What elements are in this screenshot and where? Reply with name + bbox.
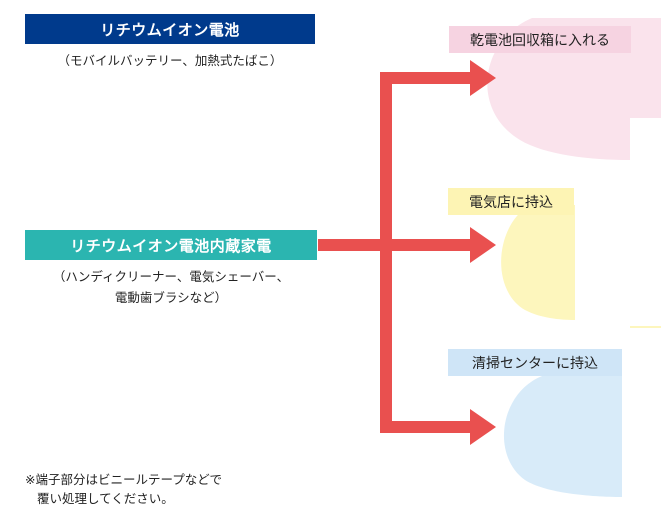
battery-title-box: リチウムイオン電池 [25,14,315,44]
arrow-shaft-bottom [380,421,478,433]
arrow-head-bottom [470,409,496,445]
footnote-line2: 覆い処理してください。 [37,491,174,506]
battery-title: リチウムイオン電池 [100,20,240,39]
blue-blob-shape [503,375,622,497]
appliance-subtitle-line2: 電動歯ブラシなど） [114,290,228,305]
appliance-title-box: リチウムイオン電池内蔵家電 [25,230,317,260]
footnote-line1: ※端子部分はビニールテープなどで [25,472,222,487]
arrows-group [318,60,496,445]
appliance-title: リチウムイオン電池内蔵家電 [70,236,272,255]
arrow-head-middle [470,227,496,263]
arrow-shaft-middle [380,239,478,251]
battery-subtitle: （モバイルバッテリー、加熱式たばこ） [57,53,283,68]
trunk-arrow-line [318,239,386,251]
destination-electronics-store: 電気店に持込 [448,188,574,215]
yellow-blob-shape [501,205,575,320]
destination-battery-box: 乾電池回収箱に入れる [449,26,631,53]
footnote: ※端子部分はビニールテープなどで 覆い処理してください。 [25,470,325,508]
vertical-arrow-line [380,72,392,433]
arrow-shaft-top [380,72,478,84]
pink-blob-shape [487,18,661,160]
appliance-subtitle: （ハンディクリーナー、電気シェーバー、 電動歯ブラシなど） [10,266,332,308]
arrow-head-top [470,60,496,96]
destination-cleaning-center: 清掃センターに持込 [448,349,622,376]
appliance-subtitle-line1: （ハンディクリーナー、電気シェーバー、 [52,269,290,284]
